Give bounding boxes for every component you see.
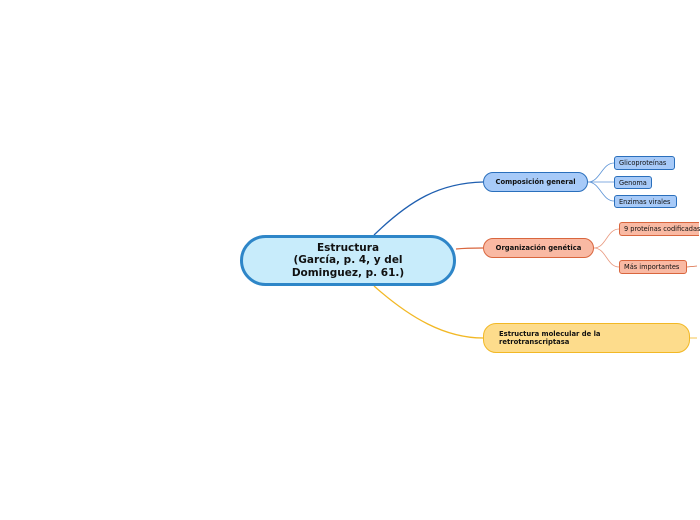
subtopic-proteinas-codificadas[interactable]: 9 proteínas codificadas — [619, 222, 700, 236]
topic-organizacion-genetica[interactable]: Organización genética — [483, 238, 594, 258]
connector-central-to-estructura-molecular — [373, 285, 484, 339]
connector-organizacion-to-importantes — [593, 247, 620, 268]
topic-estructura-molecular[interactable]: Estructura molecular de la retrotranscri… — [483, 323, 690, 353]
connector-importantes-stub — [686, 265, 698, 268]
topic-composicion-general[interactable]: Composición general — [483, 172, 588, 192]
connector-central-to-organizacion — [455, 247, 484, 250]
connector-central-to-composicion — [373, 181, 484, 236]
subtopic-genoma[interactable]: Genoma — [614, 176, 652, 189]
connector-organizacion-to-proteinas — [593, 228, 620, 249]
connector-composicion-to-enzimas — [587, 181, 615, 202]
subtopic-glicoproteinas[interactable]: Glicoproteínas — [614, 156, 675, 170]
topic-estructura-molecular-label: Estructura molecular de la retrotranscri… — [499, 329, 601, 347]
central-topic[interactable]: Estructura (García, p. 4, y del Domingue… — [240, 235, 456, 286]
subtopic-enzimas-virales[interactable]: Enzimas virales — [614, 195, 677, 208]
connector-composicion-to-glicoproteinas — [587, 162, 615, 183]
subtopic-mas-importantes[interactable]: Más importantes — [619, 260, 687, 274]
